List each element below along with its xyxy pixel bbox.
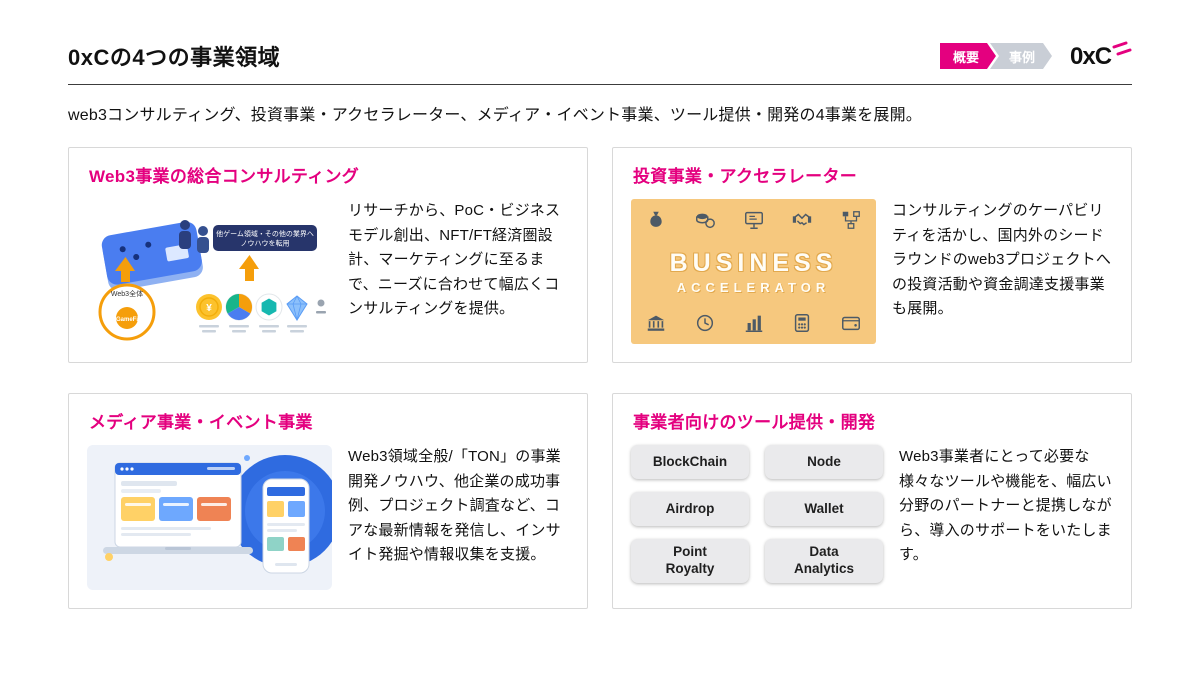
breadcrumb: 概要 事例 — [940, 43, 1052, 69]
illus-label-gamefi: GameFi — [116, 317, 138, 323]
logo-text: 0xC — [1070, 43, 1112, 70]
card-tools: 事業者向けのツール提供・開発 BlockChain Node Airdrop W… — [612, 393, 1132, 609]
slide-subtitle: web3コンサルティング、投資事業・アクセラレーター、メディア・イベント事業、ツ… — [68, 107, 922, 124]
clock-icon — [696, 314, 713, 332]
illus-caption-line2: ノウハウを転用 — [241, 240, 290, 248]
card-tools-title: 事業者向けのツール提供・開発 — [633, 413, 876, 432]
card-media-title: メディア事業・イベント事業 — [89, 413, 313, 432]
tab-overview[interactable]: 概要 — [940, 43, 996, 69]
bank-icon — [647, 315, 665, 331]
money-bag-icon — [650, 211, 662, 227]
card-investment-title: 投資事業・アクセラレーター — [633, 167, 858, 186]
card-investment-body: コンサルティングのケーパビリティを活かし、国内外のシードラウンドのweb3プロジ… — [892, 202, 1112, 318]
accelerator-title-line2: ACCELERATOR — [676, 279, 831, 295]
accelerator-illustration: BUSINESS ACCELERATOR — [631, 199, 876, 344]
accelerator-icons-bottom — [641, 312, 866, 334]
up-arrow-icon — [115, 257, 135, 282]
card-tools-body: Web3事業者にとって必要な様々なツールや機能を、幅広い分野のパートナーと提携し… — [899, 448, 1112, 564]
coins-icon — [695, 213, 715, 229]
card-consulting-body: リサーチから、PoC・ビジネスモデル創出、NFT/FT経済圏設計、マーケティング… — [348, 202, 561, 318]
slide-header: 0xCの4つの事業領域 概要 事例 0xC — [68, 40, 1132, 85]
card-consulting: Web3事業の総合コンサルティング — [68, 147, 588, 363]
coin-symbol: ¥ — [206, 303, 212, 314]
page-title: 0xCの4つの事業領域 — [68, 45, 281, 70]
flowchart-icon — [842, 211, 860, 229]
bar-chart-icon — [745, 315, 762, 332]
wallet-icon — [842, 316, 860, 331]
card-media: メディア事業・イベント事業 — [68, 393, 588, 609]
company-logo-icon: 0xC — [1070, 41, 1132, 70]
tool-button-airdrop[interactable]: Airdrop — [631, 492, 749, 526]
tool-button-wallet[interactable]: Wallet — [765, 492, 883, 526]
hexagon-token-icon — [255, 293, 283, 321]
illus-label-web3: Web3全体 — [111, 289, 143, 298]
header-right: 概要 事例 0xC — [940, 41, 1132, 71]
tab-case[interactable]: 事例 — [990, 43, 1052, 69]
illus-caption-line1: 他ゲーム領域・その他の業界へ — [216, 229, 314, 238]
people-figures — [179, 220, 209, 253]
calculator-icon — [795, 314, 810, 332]
phone-mockup — [262, 478, 310, 574]
up-arrow-icon — [239, 255, 259, 281]
card-investment: 投資事業・アクセラレーター — [612, 147, 1132, 363]
card-media-body: Web3領域全般/「TON」の事業開発ノウハウ、他企業の成功事例、プロジェクト調… — [348, 448, 561, 564]
card-consulting-title: Web3事業の総合コンサルティング — [89, 167, 360, 186]
tool-buttons: BlockChain Node Airdrop Wallet Point Roy… — [631, 445, 883, 583]
tool-button-blockchain[interactable]: BlockChain — [631, 445, 749, 479]
tool-button-data-analytics[interactable]: Data Analytics — [765, 539, 883, 583]
company-logo: 0xC — [1070, 41, 1132, 71]
handshake-icon — [793, 213, 812, 226]
accelerator-title-line1: BUSINESS — [669, 248, 838, 277]
media-illustration — [87, 445, 332, 590]
tool-button-node[interactable]: Node — [765, 445, 883, 479]
accelerator-icons-top — [641, 209, 866, 231]
cards-grid: Web3事業の総合コンサルティング — [68, 147, 1132, 609]
tool-button-point-royalty[interactable]: Point Royalty — [631, 539, 749, 583]
laptop-mockup — [103, 462, 253, 554]
consulting-illustration: 他ゲーム領域・その他の業界へ ノウハウを転用 Web3全体 — [98, 220, 326, 341]
pie-chart-icon — [225, 293, 253, 321]
presentation-icon — [744, 211, 763, 229]
diamond-token-icon — [286, 295, 308, 321]
